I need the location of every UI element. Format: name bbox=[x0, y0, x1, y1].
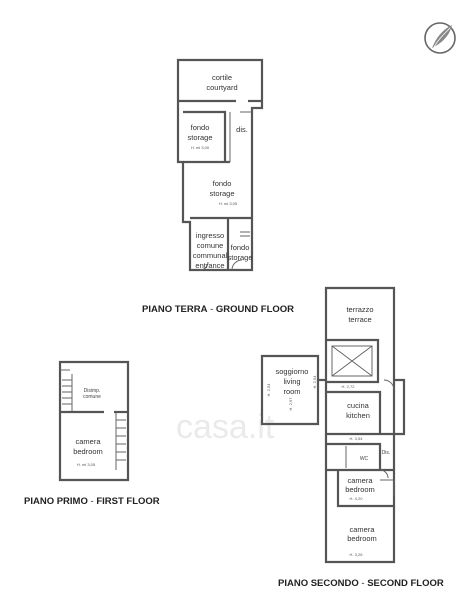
storage2-label-it: fondo bbox=[213, 179, 232, 188]
first-bedroom-label-en: bedroom bbox=[73, 447, 103, 456]
terrace-label-it: terrazzo bbox=[346, 305, 373, 314]
bed1-label-en: bedroom bbox=[345, 485, 375, 494]
courtyard-label-en: courtyard bbox=[206, 83, 237, 92]
dis-label: dis. bbox=[236, 125, 248, 134]
storage2-label-en: storage bbox=[209, 189, 234, 198]
storage1-height: H. ml 3,00 bbox=[191, 145, 210, 150]
living-height-2: H. 2,54 bbox=[312, 375, 317, 389]
entrance-label-4: entrance bbox=[195, 261, 224, 270]
entrance-label-1: ingresso bbox=[196, 231, 224, 240]
landing-label-1: Disimp. bbox=[84, 388, 101, 394]
bed1-height: H. 4,20 bbox=[350, 496, 364, 501]
entrance-label-3: communal bbox=[193, 251, 228, 260]
second-floor-title: PIANO SECONDO - SECOND FLOOR bbox=[278, 578, 444, 589]
first-floor-plan bbox=[58, 360, 130, 482]
storage2-height: H. ml 3,05 bbox=[219, 201, 238, 206]
ground-floor-plan bbox=[176, 58, 264, 272]
second-floor-plan bbox=[260, 286, 406, 564]
landing-label-2: comune bbox=[83, 394, 101, 400]
living-height-1: H. 2,54 bbox=[266, 383, 271, 397]
bed2-height: H. 3,26 bbox=[350, 552, 364, 557]
storage3-label-it: fondo bbox=[231, 243, 250, 252]
living-height-3: H. 2,97 bbox=[288, 397, 293, 411]
living-label-2: living bbox=[283, 377, 300, 386]
storage3-label-en: storage bbox=[227, 253, 252, 262]
watermark-text: casa.it bbox=[176, 408, 275, 446]
first-floor-title: PIANO PRIMO - FIRST FLOOR bbox=[24, 496, 160, 507]
kitchen-height: H. 3,54 bbox=[350, 436, 364, 441]
storage1-label-en: storage bbox=[187, 133, 212, 142]
landing-height: H. 2,72 bbox=[342, 384, 356, 389]
second-dis-label: Dis. bbox=[382, 450, 391, 456]
bed2-label-it: camera bbox=[349, 525, 375, 534]
entrance-label-2: comune bbox=[197, 241, 224, 250]
ground-floor-title: PIANO TERRA - GROUND FLOOR bbox=[142, 304, 294, 315]
leaf-circle-logo-icon bbox=[424, 22, 456, 54]
courtyard-label-it: cortile bbox=[212, 73, 232, 82]
bed2-label-en: bedroom bbox=[347, 534, 377, 543]
first-bedroom-label-it: camera bbox=[75, 437, 101, 446]
kitchen-label-en: kitchen bbox=[346, 411, 370, 420]
living-label-1: soggiorno bbox=[276, 367, 309, 376]
storage1-label-it: fondo bbox=[191, 123, 210, 132]
wc-label: WC bbox=[360, 456, 369, 462]
first-bedroom-height: H. ml 3,05 bbox=[77, 462, 96, 467]
living-label-3: room bbox=[283, 387, 300, 396]
kitchen-label-it: cucina bbox=[347, 401, 370, 410]
terrace-label-en: terrace bbox=[348, 315, 371, 324]
bed1-label-it: camera bbox=[347, 476, 373, 485]
